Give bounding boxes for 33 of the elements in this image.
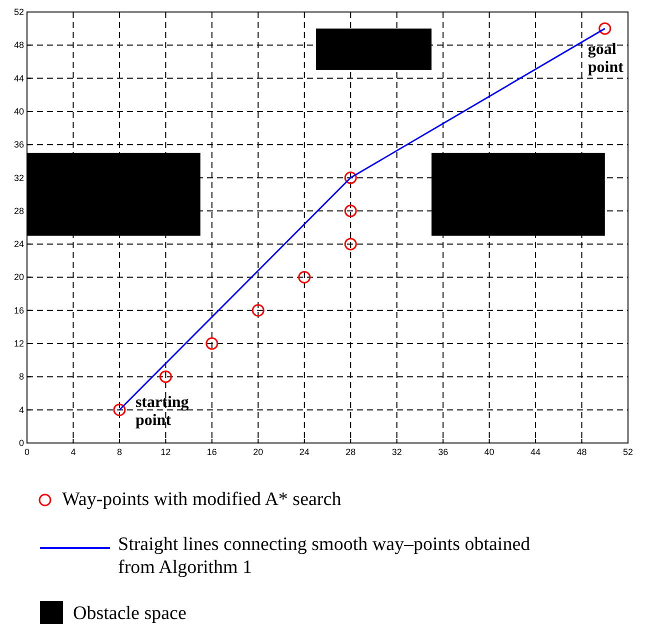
tick-label: 44 (14, 73, 24, 84)
tick-label: 44 (530, 447, 541, 457)
tick-label: 20 (253, 447, 264, 457)
tick-label: 32 (14, 172, 24, 183)
legend-label: Way-points with modified A* search (62, 488, 342, 511)
tick-label: 40 (14, 106, 24, 116)
tick-label: 0 (18, 438, 24, 448)
tick-label: 24 (14, 239, 24, 250)
tick-label: 36 (14, 140, 24, 150)
tick-label: 48 (14, 40, 24, 50)
tick-label: 4 (70, 447, 76, 457)
tick-label: 8 (18, 372, 24, 382)
tick-label: 12 (160, 447, 171, 457)
legend-label: Obstacle space (73, 602, 188, 625)
point-label: goal point (588, 40, 624, 77)
tick-label: 0 (24, 447, 30, 457)
tick-label: 4 (18, 404, 24, 415)
tick-label: 12 (14, 338, 24, 349)
tick-label: 48 (576, 447, 587, 457)
tick-label: 8 (116, 447, 122, 457)
legend-label: Straight lines connecting smooth way–points obtained from Algorithm 1 (118, 533, 532, 579)
tick-label: 24 (299, 447, 310, 457)
tick-label: 52 (623, 447, 633, 457)
tick-label: 28 (346, 447, 356, 457)
tick-label: 52 (14, 7, 24, 17)
tick-label: 28 (14, 206, 24, 216)
tick-label: 20 (14, 272, 24, 282)
point-label: starting point (135, 394, 190, 430)
tick-label: 16 (206, 447, 217, 457)
tick-label: 16 (14, 305, 24, 316)
tick-label: 36 (438, 447, 448, 457)
tick-label: 40 (484, 447, 494, 457)
tick-label: 32 (392, 447, 402, 457)
